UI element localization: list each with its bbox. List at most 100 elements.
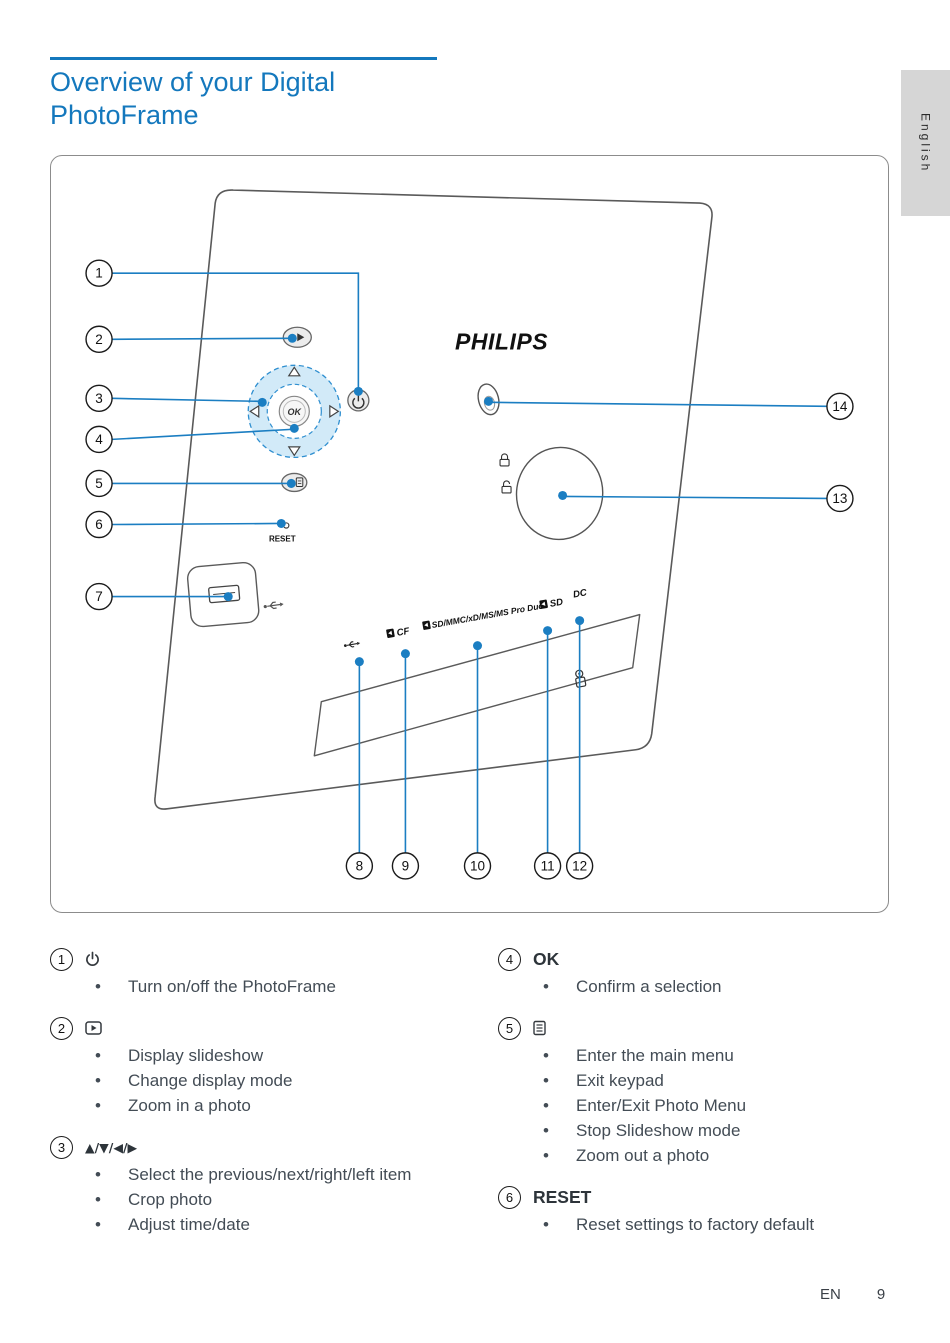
bullet: • [543,1096,549,1115]
callout-4: 4 [85,425,113,454]
legend-num-4: 4 [498,947,521,971]
svg-text:9: 9 [402,858,410,873]
callout-3: 3 [85,384,113,413]
legend-right-column: 4 OK • Confirm a selection 5 • Enter the m… [498,946,932,1253]
legend-text: Turn on/off the PhotoFrame [128,977,336,996]
legend-left-column: 1 • Turn on/off the PhotoFrame 2 • Display… [50,946,496,1253]
callout-8: 8 [345,852,374,880]
title-rule [50,57,437,60]
legend-text: Adjust time/date [128,1215,250,1234]
bullet: • [543,1046,549,1065]
nav-right-icon [329,404,340,418]
page-title: Overview of your Digital PhotoFrame [50,66,335,132]
callout-2: 2 [85,325,113,353]
slot-dc: DC [572,587,588,600]
nav-up-icon [287,366,301,377]
photoframe-illustration: PHILIPS [85,189,854,880]
legend-num-5: 5 [498,1016,521,1040]
power-button [347,389,370,412]
nav-arrows-label: ▲/▼/◀/▶ [85,1139,138,1155]
ok-button-label: OK [288,407,303,417]
legend-text: Reset settings to factory default [576,1215,815,1234]
page-title-line1: Overview of your Digital [50,67,336,97]
bullet: • [95,977,101,996]
callout-9: 9 [391,852,420,880]
bullet: • [95,1046,101,1065]
callout-13: 13 [826,484,854,513]
legend-num-3: 3 [50,1135,73,1159]
bullet: • [543,1215,549,1234]
legend-text: Exit keypad [576,1071,664,1090]
svg-text:5: 5 [95,476,103,491]
bullet: • [95,1071,101,1090]
legend-num-2: 2 [50,1016,73,1040]
nav-down-icon [287,446,301,457]
svg-text:14: 14 [832,399,848,414]
legend-item-reset: 6 RESET • Reset settings to factory defau… [498,1184,932,1237]
svg-text:6: 6 [95,517,103,532]
legend-text: Enter the main menu [576,1046,734,1065]
legend-item-menu: 5 • Enter the main menu • Exit keypad • Ent… [498,1015,932,1168]
svg-text:11: 11 [541,858,555,873]
nav-left-icon [249,404,260,418]
callout-dots [223,333,585,667]
svg-text:8: 8 [356,858,364,873]
callouts: 1 2 3 4 5 6 7 8 9 10 11 12 13 14 [85,259,854,880]
slot-label-dc: DC [572,587,588,600]
language-tab-label: English [918,112,933,174]
bullet: • [95,1096,101,1115]
slot-sd: SD [539,597,564,610]
slot-label-sd: SD [549,597,564,610]
callout-12: 12 [565,852,594,880]
callout-1: 1 [85,259,113,287]
usb-icon [263,601,284,610]
bullet: • [543,1121,549,1140]
legend-text: Display slideshow [128,1046,264,1065]
slot-cf: CF [386,626,411,639]
bullet: • [543,1146,549,1165]
callout-7: 7 [85,582,113,611]
slideshow-button [282,326,312,348]
reset-label: RESET [533,1186,592,1207]
legend-num-6: 6 [498,1185,521,1209]
legend-item-power: 1 • Turn on/off the PhotoFrame [50,946,496,999]
svg-text:1: 1 [95,266,103,281]
callout-11: 11 [533,852,562,880]
legend-text: Stop Slideshow mode [576,1121,741,1140]
svg-text:4: 4 [95,432,103,447]
lock-icon [499,453,510,467]
legend-num-1: 1 [50,947,73,971]
svg-text:12: 12 [572,858,587,873]
legend-text: Enter/Exit Photo Menu [576,1096,747,1115]
legend-text: Crop photo [128,1190,213,1209]
slot-label-cf: CF [396,626,411,639]
language-tab: English [901,70,950,216]
bullet: • [95,1215,101,1234]
callout-6: 6 [85,510,113,539]
legend-text: Zoom out a photo [576,1146,710,1165]
callout-5: 5 [85,469,113,498]
ok-label: OK [533,948,560,969]
svg-text:13: 13 [832,491,847,506]
svg-text:3: 3 [95,391,103,406]
nav-pad: OK [247,364,341,459]
legend-text: Zoom in a photo [128,1096,251,1115]
bullet: • [543,1071,549,1090]
footer-lang: EN [820,1286,841,1303]
reset-label: RESET [269,535,296,544]
menu-icon [533,1020,546,1036]
legend-text: Change display mode [128,1071,293,1090]
footer-page-number: 9 [876,1286,886,1303]
svg-text:2: 2 [95,332,103,347]
slideshow-icon [85,1021,102,1035]
legend-item-slideshow: 2 • Display slideshow • Change display mod… [50,1015,496,1118]
unlock-icon [501,480,512,494]
usb-slot-icon [343,641,361,648]
svg-text:10: 10 [470,858,485,873]
philips-logo: PHILIPS [455,328,548,354]
legend-item-ok: 4 OK • Confirm a selection [498,946,932,999]
page-title-line2: PhotoFrame [50,100,199,130]
legend-text: Confirm a selection [576,977,722,996]
svg-text:7: 7 [95,589,103,604]
bullet: • [543,977,549,996]
